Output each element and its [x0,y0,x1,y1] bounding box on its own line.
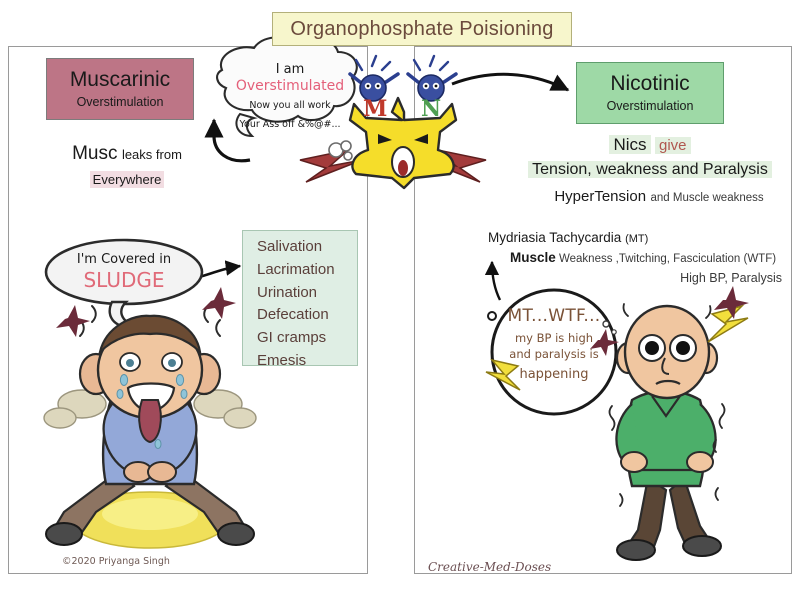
sludge-item: Urination [257,283,318,301]
sludge-list-box: Salivation Lacrimation Urination Defecat… [242,230,358,369]
page-title-text: Organophosphate Poisioning [290,17,554,40]
star-burst-icon [590,329,619,356]
sludge-bubble-shape [44,238,204,328]
hypertension-rest: and Muscle weakness [650,192,764,204]
sludge-item: Defecation [257,306,329,324]
nicotinic-header-box: Nicotinic Overstimulation [576,62,724,124]
arrow-mtbubble-to-facts [484,260,502,301]
facts-wtf-rest: Weakness ,Twitching, Fasciculation (WTF) [558,253,777,266]
sludge-patient-illustration [43,287,257,549]
artist-credit: ©2020 Priyanga Singh [62,556,170,567]
page-title: Organophosphate Poisioning [272,12,572,46]
m-receptor-letter: M [363,96,388,122]
muscarinic-subtitle: Overstimulation [76,94,164,109]
overstim-line3: Now you all work [249,100,331,111]
arrow-neuron-to-nicotinic [451,72,570,92]
nics-give-word: give [654,137,691,154]
source-credit: Creative-Med-Doses [428,560,552,574]
lightning-bolt-icon [485,358,521,391]
hypertension-caption: HyperTension and Muscle weakness [534,188,784,206]
musc-leak-lead: Musc [72,143,118,164]
musc-leak-rest: leaks from [121,147,182,162]
star-burst-icon [202,287,236,319]
arrow-bubble-to-muscarinic [204,118,251,163]
mtwtf-line1: MT...WTF... [507,306,601,326]
neuron-character-icon [299,96,487,190]
star-burst-icon [56,305,90,337]
nicotinic-title: Nicotinic [610,72,690,96]
overstimulated-bubble-text: I am Overstimulated Now you all work You… [228,62,352,132]
sludge-item: GI cramps [257,329,327,347]
muscarinic-title: Muscarinic [69,68,171,92]
nicotinic-subtitle: Overstimulation [606,98,694,113]
nics-give-caption: Nics give Tension, weakness and Paralysi… [510,132,790,182]
facts-row-wtf: Muscle Weakness ,Twitching, Fasciculatio… [488,248,788,268]
mtwtf-line2: my BP is high [514,331,594,345]
overstim-line4: Your Ass off &%@#... [239,118,341,130]
facts-wtf-lead: Muscle [510,250,556,266]
overstim-line2: Overstimulated [235,78,345,94]
musc-leaks-caption: Musc leaks from Everywhere [52,140,202,191]
hypertension-lead: HyperTension [554,188,647,205]
n-receptor-figure-icon [406,54,458,102]
sludge-bubble-line1: I'm Covered in [76,252,172,267]
sludge-bubble-text: I'm Covered in SLUDGE [60,252,188,292]
nicotinic-patient-illustration [485,286,749,561]
mtwtf-line4: happening [519,367,589,382]
sludge-item: Salivation [257,238,323,255]
muscarinic-header-box: Muscarinic Overstimulation [46,58,194,120]
mtwtf-bubble-shape [487,288,618,416]
sludge-bubble-line2: SLUDGE [83,268,165,292]
facts-mt-tag: (MT) [625,233,649,245]
sludge-item: Lacrimation [257,260,335,278]
overstim-line1: I am [275,62,305,77]
facts-mt-main: Mydriasia Tachycardia [488,230,622,245]
sludge-item: Emesis [257,351,307,369]
nicotinic-facts: Mydriasia Tachycardia (MT) Muscle Weakne… [488,228,788,287]
facts-row-mt: Mydriasia Tachycardia (MT) [488,228,788,248]
nics-lead: Nics [609,135,651,154]
mtwtf-line3: and paralysis is [509,347,599,361]
smoke-puff-icon [328,140,353,161]
nics-effects: Tension, weakness and Paralysis [528,161,772,178]
n-receptor-letter: N [421,96,442,122]
m-receptor-figure-icon [348,54,400,102]
star-burst-icon [714,286,749,319]
lightning-bolt-icon [707,304,749,343]
facts-row-bp: High BP, Paralysis [680,270,782,285]
mtwtf-bubble-text: MT...WTF... my BP is high and paralysis … [492,306,616,382]
overstimulated-bubble-shape [216,36,358,138]
musc-leak-everywhere: Everywhere [89,170,165,188]
